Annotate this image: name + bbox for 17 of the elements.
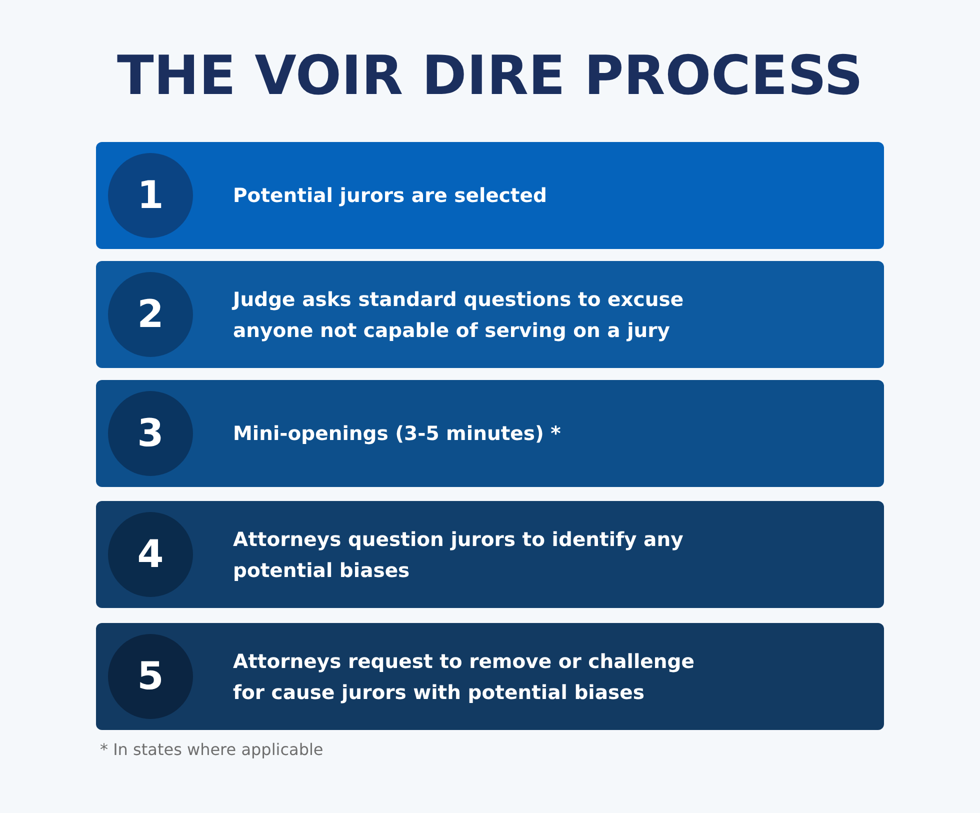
step-panel xyxy=(96,261,884,368)
step-panel xyxy=(96,142,884,249)
step-text: Mini-openings (3-5 minutes) * xyxy=(233,421,561,447)
step-text: Attorneys question jurors to identify any potential biases xyxy=(233,526,684,584)
step-text: Potential jurors are selected xyxy=(233,183,547,209)
step-text: Attorneys request to remove or challenge for cause jurors with potential biases xyxy=(233,648,696,706)
step-panel xyxy=(96,501,884,608)
step-number-badge: 1 xyxy=(108,153,193,238)
step-number-badge: 3 xyxy=(108,391,193,476)
step-number-badge: 4 xyxy=(108,512,193,597)
step-number-badge: 2 xyxy=(108,272,193,357)
footnote: * In states where applicable xyxy=(100,740,324,759)
page-title: THE VOIR DIRE PROCESS xyxy=(116,44,864,107)
step-panel xyxy=(96,380,884,487)
step-text: Judge asks standard questions to excuse anyone not capable of serving on a jury xyxy=(233,286,685,344)
step-number-badge: 5 xyxy=(108,634,193,719)
step-panel xyxy=(96,623,884,730)
